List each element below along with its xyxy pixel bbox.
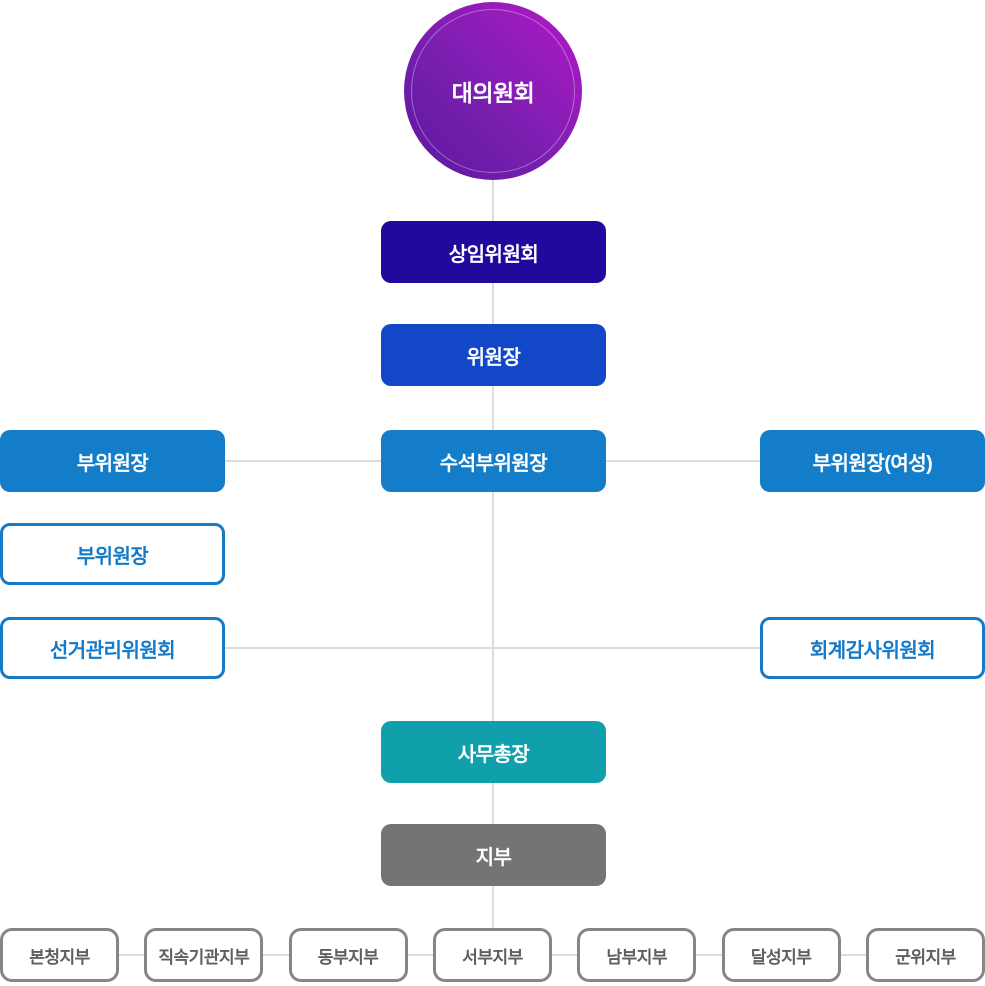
node-label: 군위지부 — [895, 947, 956, 967]
node-label: 서부지부 — [462, 947, 523, 967]
branch-row: 본청지부 직속기관지부 동부지부 서부지부 남부지부 달성지부 군위지부 — [0, 928, 985, 982]
node-label: 선거관리위원회 — [49, 639, 176, 662]
node-vice-chairman: 부위원장 — [0, 430, 225, 492]
node-vice-chairman-outline: 부위원장 — [0, 523, 225, 585]
node-branch-dalseong: 달성지부 — [721, 928, 841, 982]
node-branch-hq: 지부 — [381, 824, 606, 886]
node-secretary-general: 사무총장 — [381, 721, 606, 783]
node-branch-nambu: 남부지부 — [577, 928, 697, 982]
node-label: 부위원장(여성) — [812, 452, 933, 475]
node-label: 본청지부 — [29, 947, 90, 967]
node-vice-chairman-women: 부위원장(여성) — [760, 430, 985, 492]
node-chairman: 위원장 — [381, 324, 606, 386]
node-label: 위원장 — [466, 346, 521, 369]
node-label: 상임위원회 — [448, 243, 539, 266]
node-branch-boncheong: 본청지부 — [0, 928, 119, 982]
node-label: 대의원회 — [451, 80, 535, 106]
node-election-committee: 선거관리위원회 — [0, 617, 225, 679]
node-branch-dongbu: 동부지부 — [288, 928, 408, 982]
node-branch-seobu: 서부지부 — [432, 928, 552, 982]
node-standing-committee: 상임위원회 — [381, 221, 606, 283]
node-label: 동부지부 — [317, 947, 379, 967]
node-label: 달성지부 — [750, 947, 812, 967]
node-label: 부위원장 — [76, 545, 149, 568]
node-label: 지부 — [475, 846, 512, 869]
node-delegates-assembly: 대의원회 — [404, 2, 582, 180]
node-label: 회계감사위원회 — [809, 639, 936, 662]
vertical-connector-line — [492, 178, 494, 928]
node-branch-jiksokgigwan: 직속기관지부 — [144, 928, 264, 982]
committee-connector-line — [225, 647, 760, 649]
node-label: 부위원장 — [76, 452, 149, 475]
node-branch-gunwi: 군위지부 — [865, 928, 985, 982]
node-label: 남부지부 — [606, 947, 668, 967]
node-senior-vice-chairman: 수석부위원장 — [381, 430, 606, 492]
node-audit-committee: 회계감사위원회 — [760, 617, 985, 679]
node-label: 직속기관지부 — [158, 947, 250, 967]
node-label: 수석부위원장 — [439, 452, 548, 475]
node-label: 사무총장 — [457, 743, 530, 766]
